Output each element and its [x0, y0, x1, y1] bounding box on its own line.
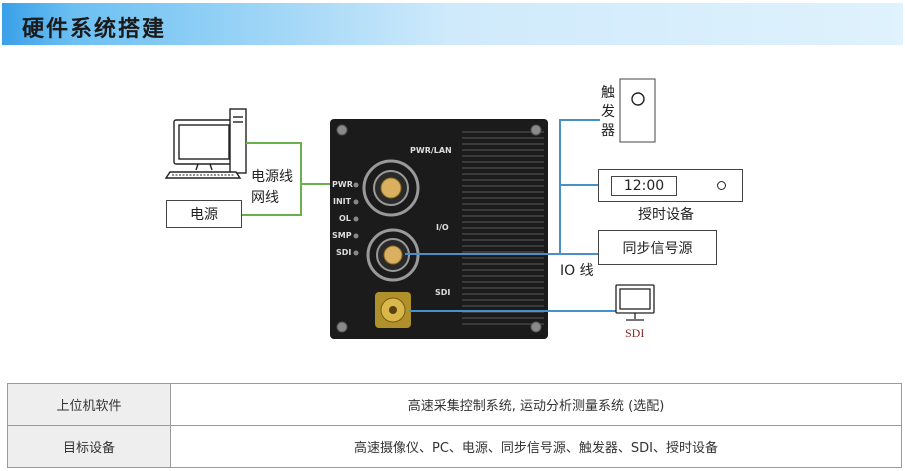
- trigger-label-3: 器: [601, 123, 615, 139]
- timing-indicator-icon: [717, 181, 726, 190]
- table-row: 目标设备 高速摄像仪、PC、电源、同步信号源、触发器、SDI、授时设备: [7, 425, 902, 468]
- led-label-sdi: SDI: [336, 248, 352, 257]
- pwr-lan-connector: [362, 159, 420, 217]
- power-supply-box: 电源: [166, 200, 242, 228]
- sync-source-label: 同步信号源: [622, 240, 693, 257]
- table-key-cell: 上位机软件: [7, 383, 171, 426]
- io-cable-label: IO 线: [560, 263, 594, 279]
- spec-table: 上位机软件 高速采集控制系统, 运动分析测量系统 (选配) 目标设备 高速摄像仪…: [7, 383, 902, 468]
- io-port-label: I/O: [436, 223, 449, 232]
- table-row: 上位机软件 高速采集控制系统, 运动分析测量系统 (选配): [7, 383, 902, 426]
- table-value-cell: 高速采集控制系统, 运动分析测量系统 (选配): [170, 383, 902, 426]
- monitor-icon: [615, 284, 655, 321]
- led-label-init: INIT: [333, 197, 352, 206]
- timing-display: 12:00: [611, 175, 677, 196]
- trigger-label-2: 发: [601, 104, 615, 120]
- sdi-monitor-label: SDI: [625, 326, 645, 340]
- sdi-port-label: SDI: [435, 288, 451, 297]
- led-label-pwr: PWR: [332, 180, 353, 189]
- timing-device-label: 授时设备: [638, 207, 694, 223]
- table-value-cell: 高速摄像仪、PC、电源、同步信号源、触发器、SDI、授时设备: [170, 425, 902, 468]
- sync-source-box: 同步信号源: [598, 230, 717, 265]
- io-connector: [366, 228, 420, 282]
- led-label-smp: SMP: [332, 231, 352, 240]
- diagram-canvas: [164, 78, 656, 339]
- sdi-connector: [375, 292, 411, 328]
- hardware-diagram: PWR/LAN I/O SDI PWR INIT OL SMP SDI 电源线 …: [164, 78, 743, 340]
- pwr-lan-label: PWR/LAN: [410, 146, 452, 155]
- network-cable-label: 网线: [251, 190, 279, 206]
- power-supply-label: 电源: [190, 207, 218, 223]
- trigger-label-1: 触: [601, 85, 615, 101]
- computer-icon: [164, 108, 247, 179]
- table-key-cell: 目标设备: [7, 425, 171, 468]
- blue-cables: [405, 119, 620, 312]
- green-cables: [242, 142, 352, 216]
- trigger-device: [619, 78, 656, 143]
- camera-device: [330, 119, 548, 339]
- header-bar: 硬件系统搭建: [2, 3, 903, 45]
- power-cable-label: 电源线: [251, 169, 293, 185]
- page-title: 硬件系统搭建: [22, 17, 167, 42]
- timing-device: 12:00: [598, 169, 743, 202]
- led-label-ol: OL: [339, 214, 351, 223]
